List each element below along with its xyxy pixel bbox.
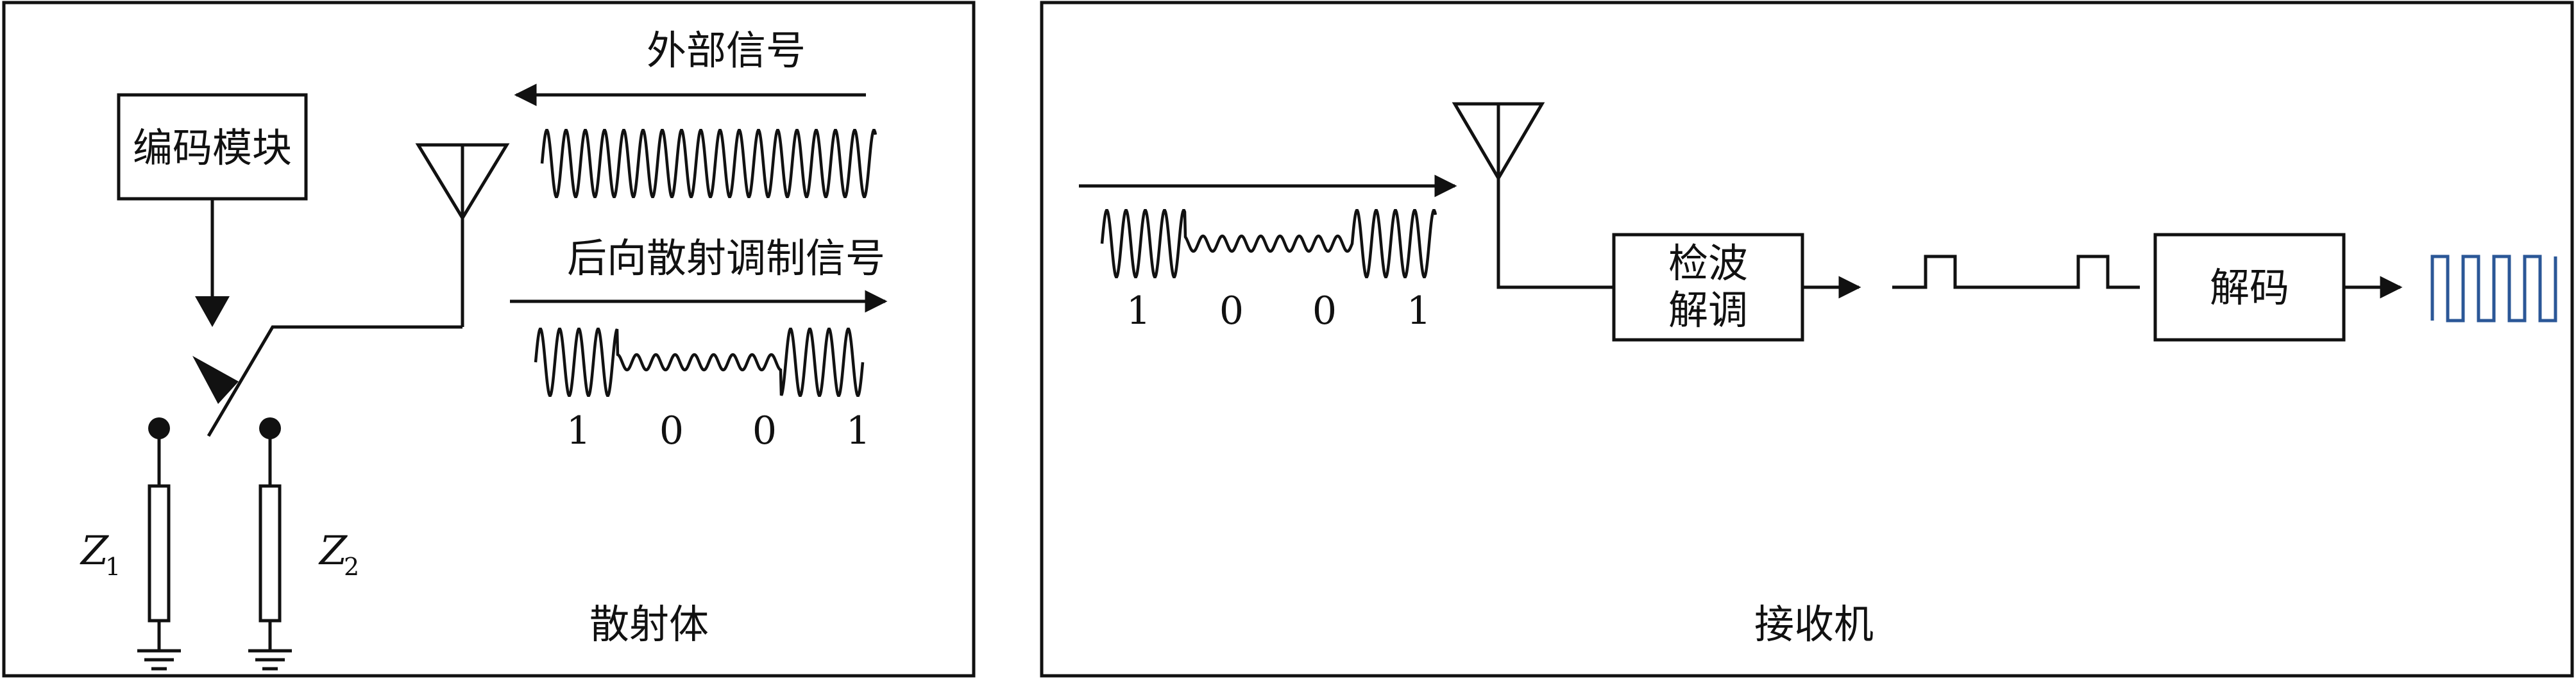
switch-arrowhead [192,356,239,404]
receiver-bit-3: 0 [1312,289,1337,333]
scatterer-bit-1: 1 [566,408,591,453]
z2-subscript: 2 [344,553,359,581]
backscatter-label: 后向散射调制信号 [567,235,885,281]
decoded-output-wave [2430,255,2557,323]
scatterer-panel: 编码模块 Z 1 Z 2 [2,1,976,678]
z2-resistor [258,484,282,623]
scatterer-antenna [415,143,510,327]
external-signal-label: 外部信号 [647,27,806,74]
external-carrier-wave [540,129,877,198]
decoder-label: 解码 [2210,264,2289,311]
z1-ground-icon [137,649,181,671]
z2-symbol: Z [318,527,348,574]
scatterer-bit-2: 0 [659,408,684,453]
receiver-bit-4: 1 [1407,289,1431,333]
backscatter-modulated-wave [534,328,865,397]
incoming-modulated-wave [1100,209,1437,278]
detect-label-line2: 解调 [1668,287,1748,333]
encoder-arrowhead [195,296,230,327]
scatterer-bit-4: 1 [846,408,870,453]
z2-ground-icon [248,649,292,671]
encoder-box [117,93,308,201]
receiver-antenna [1452,102,1614,289]
z1-resistor [148,484,171,623]
detect-demod-box [1612,233,1804,342]
baseband-pulse-signal [1892,255,2140,289]
encoder-label: 编码模块 [133,124,292,171]
z1-subscript: 1 [105,553,121,581]
receiver-panel-label: 接收机 [1754,601,1874,648]
receiver-bit-1: 1 [1126,289,1151,333]
receiver-bit-2: 0 [1219,289,1244,333]
detect-label-line1: 检波 [1668,240,1748,287]
scatterer-bit-3: 0 [752,408,777,453]
scatterer-panel-label: 散射体 [589,601,709,648]
z1-symbol: Z [80,527,109,574]
receiver-panel: 1 0 0 1 检波 解调 解码 接收机 [1040,1,2574,678]
antenna-feed-line [207,325,462,437]
